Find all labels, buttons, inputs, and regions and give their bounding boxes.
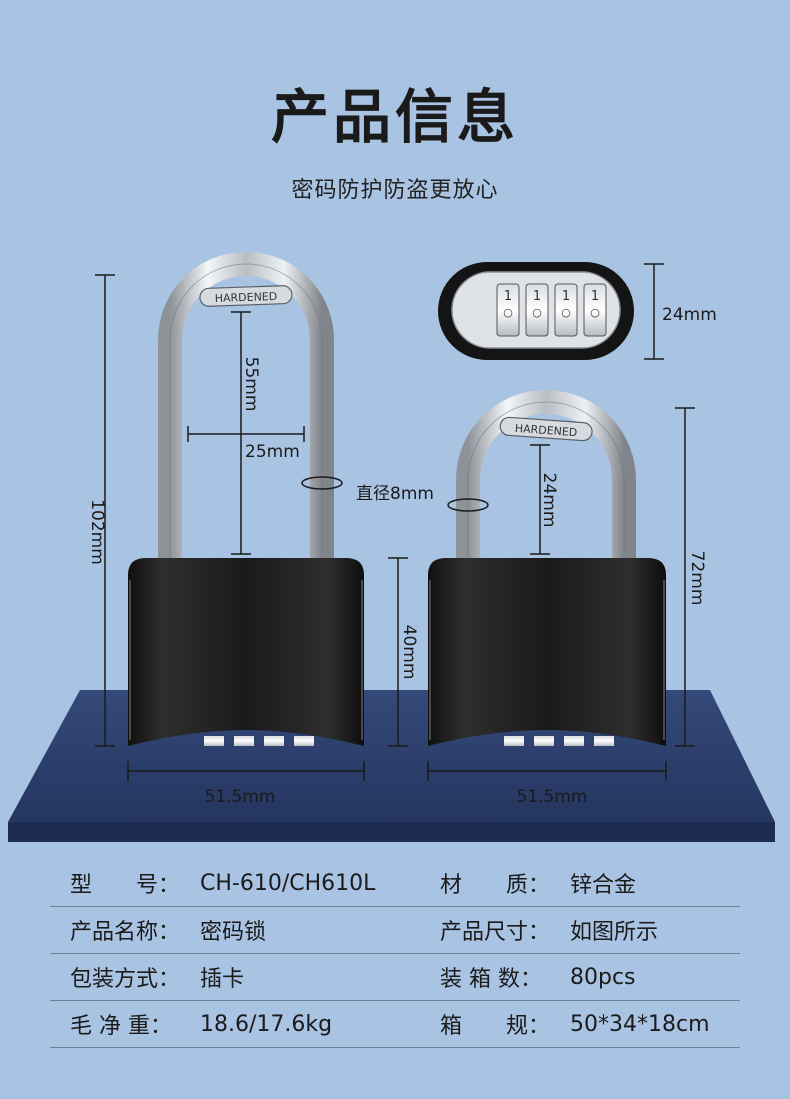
page-subtitle: 密码防护防盗更放心: [291, 178, 499, 203]
dim-shackle-height-small: 24mm: [539, 473, 559, 528]
spec-row: 毛 净 重： 18.6/17.6kg 箱 规： 50*34*18cm: [50, 1001, 740, 1048]
dimension-lines: [95, 263, 695, 781]
dial-wheel-1: 1 ○: [496, 283, 520, 337]
spec-label: 包装方式：: [70, 967, 181, 992]
svg-text:1: 1: [533, 289, 541, 304]
hardened-stamp-text: HARDENED: [215, 290, 278, 305]
spec-value: 50*34*18cm: [570, 1011, 710, 1037]
spec-value: 如图所示: [570, 920, 659, 945]
spec-label: 型 号：: [70, 873, 181, 898]
spec-label: 材 质：: [440, 873, 551, 898]
spec-value: 密码锁: [200, 920, 267, 945]
dial-wheel-2: 1 ○: [525, 283, 549, 337]
spec-value: 80pcs: [570, 964, 636, 990]
spec-row: 型 号： CH-610/CH610L 材 质： 锌合金: [50, 860, 740, 907]
spec-label: 毛 净 重：: [70, 1014, 172, 1039]
platform-front-edge: [8, 822, 775, 842]
spec-table: 型 号： CH-610/CH610L 材 质： 锌合金 产品名称： 密码锁 产品尺寸：…: [50, 860, 740, 1048]
dial-wheel-3: 1 ○: [554, 283, 578, 337]
spec-label: 装 箱 数：: [440, 967, 542, 992]
long-shackle-lock: HARDENED: [128, 252, 364, 746]
hardened-stamp-text: HARDENED: [514, 422, 577, 439]
dim-shackle-width: 25mm: [245, 442, 300, 462]
spec-value: CH-610/CH610L: [200, 870, 376, 896]
spec-label: 产品名称：: [70, 920, 181, 945]
dim-shackle-diameter: 直径8mm: [356, 484, 434, 504]
page-title: 产品信息: [270, 83, 519, 151]
dim-shackle-height-big: 55mm: [241, 357, 261, 412]
spec-label: 产品尺寸：: [440, 920, 551, 945]
short-shackle-lock: HARDENED: [428, 390, 666, 746]
long-shackle: [158, 252, 334, 560]
svg-text:○: ○: [503, 306, 513, 319]
dial-wheels-bottom-small: [504, 736, 614, 746]
hardened-stamp-big: HARDENED: [199, 285, 293, 307]
spec-row: 产品名称： 密码锁 产品尺寸： 如图所示: [50, 907, 740, 954]
lock-body-small: [428, 558, 666, 746]
dim-body-height: 40mm: [399, 625, 419, 680]
svg-text:1: 1: [562, 289, 570, 304]
dim-total-height-small: 72mm: [687, 551, 707, 606]
svg-text:○: ○: [590, 306, 600, 319]
dim-body-width-big: 51.5mm: [205, 787, 276, 807]
spec-row: 包装方式： 插卡 装 箱 数： 80pcs: [50, 954, 740, 1001]
spec-value: 锌合金: [570, 873, 637, 898]
dim-dial-view-height: 24mm: [662, 305, 717, 325]
dim-body-width-small: 51.5mm: [517, 787, 588, 807]
dial-wheels-bottom-big: [204, 736, 314, 746]
spec-label: 箱 规：: [440, 1014, 551, 1039]
dim-total-height-big: 102mm: [87, 499, 107, 565]
lock-body-big: [128, 558, 364, 746]
product-illustration: HARDENED HARDENED: [8, 252, 775, 842]
dial-wheel-4: 1 ○: [583, 283, 607, 337]
svg-text:○: ○: [532, 306, 542, 319]
spec-value: 18.6/17.6kg: [200, 1011, 333, 1037]
dial-top-view: 1 ○ 1 ○ 1 ○ 1 ○: [438, 262, 634, 360]
hardened-stamp-small: HARDENED: [499, 416, 593, 442]
svg-text:1: 1: [591, 289, 599, 304]
spec-value: 插卡: [200, 967, 245, 992]
svg-text:○: ○: [561, 306, 571, 319]
svg-text:1: 1: [504, 289, 512, 304]
